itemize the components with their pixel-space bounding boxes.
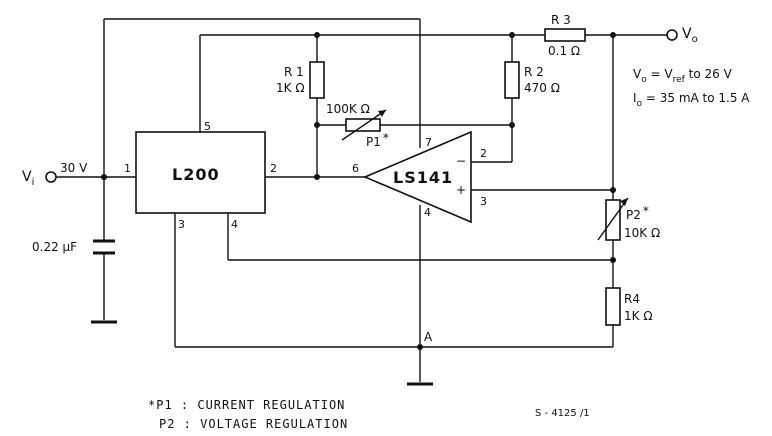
opamp-label: LS141 (393, 168, 453, 187)
ls141-opamp (362, 130, 472, 224)
resistor-r4 (605, 287, 621, 326)
resistor-r1 (309, 61, 325, 99)
l200-label: L200 (172, 165, 220, 184)
p1-value: 100K Ω (326, 102, 370, 116)
r3-name: R 3 (551, 13, 571, 27)
spec-vo-line: Vo = Vref to 26 V (633, 67, 733, 85)
capacitor (93, 239, 115, 255)
p1-name: P1* (366, 131, 389, 149)
opamp-pin-2: 2 (480, 147, 487, 160)
potentiometer-p2 (597, 197, 629, 241)
opamp-pin-4: 4 (424, 206, 431, 219)
output-terminal (666, 29, 678, 41)
input-voltage-label: 30 V (60, 161, 88, 175)
r1-value: 1K Ω (276, 81, 305, 95)
l200-pin-2: 2 (270, 162, 277, 175)
opamp-pin-7: 7 (425, 136, 432, 149)
l200-pin-3: 3 (178, 218, 185, 231)
l200-pin-4: 4 (231, 218, 238, 231)
opamp-pin-6: 6 (352, 162, 359, 175)
note-p2-voltage: P2 : VOLTAGE REGULATION (159, 417, 348, 431)
r2-value: 470 Ω (524, 81, 560, 95)
opamp-plus-label: + (456, 183, 466, 197)
r4-value: 1K Ω (624, 309, 653, 323)
l200-pin-1: 1 (124, 162, 131, 175)
wires (56, 18, 667, 382)
figure-code: S - 4125 /1 (535, 408, 590, 419)
input-label: Vi (22, 169, 34, 188)
node-a-label: A (424, 330, 433, 344)
r3-value: 0.1 Ω (548, 44, 580, 58)
output-label: Vo (682, 26, 698, 45)
note-p1-current: *P1 : CURRENT REGULATION (148, 398, 345, 412)
opamp-minus-label: − (456, 154, 466, 168)
resistor-r3 (544, 28, 586, 42)
resistor-r2 (504, 61, 520, 99)
opamp-pin-3: 3 (480, 195, 487, 208)
p2-value: 10K Ω (624, 226, 660, 240)
l200-pin-5: 5 (204, 120, 211, 133)
capacitor-value: 0.22 μF (32, 240, 77, 254)
junction-dots (101, 32, 616, 350)
r2-name: R 2 (524, 65, 544, 79)
spec-io-line: Io = 35 mA to 1.5 A (633, 91, 750, 109)
l200-regulator (135, 131, 266, 214)
p2-name: P2* (626, 204, 649, 222)
input-terminal (45, 171, 57, 183)
potentiometer-p1 (341, 109, 387, 141)
r1-name: R 1 (284, 65, 304, 79)
r4-name: R4 (624, 292, 640, 306)
